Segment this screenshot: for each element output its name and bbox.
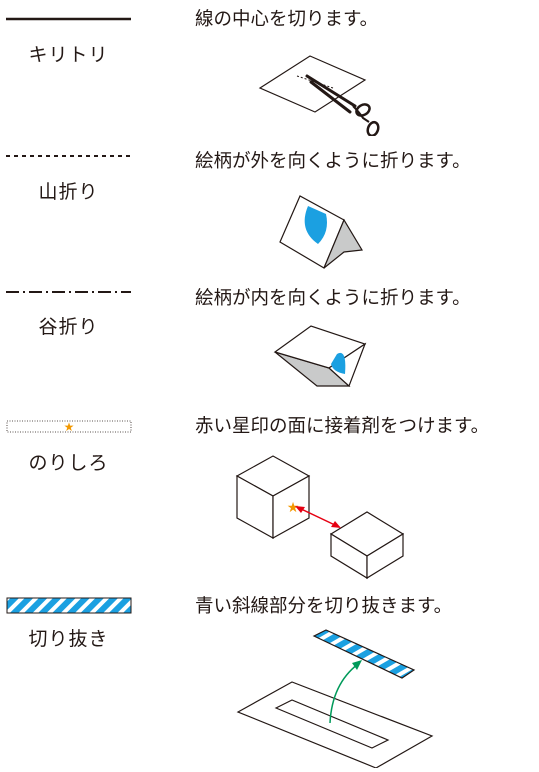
dashed-line-sample [6,155,131,157]
blue-hatched-sample [6,597,132,614]
description-text: 絵柄が内を向くように折ります。 [195,288,471,309]
description-text: 青い斜線部分を切り抜きます。 [195,596,453,617]
cutout-strip-icon [236,629,434,768]
solid-line-sample [6,17,131,21]
term-label: のりしろ [28,452,109,474]
scissors-cut-icon [258,55,380,136]
svg-text:★: ★ [64,420,75,434]
term-label: キリトリ [28,44,109,66]
glue-tab-sample: ★ [6,420,132,434]
glue-cubes-icon: ★ [235,455,405,580]
description-text: 絵柄が外を向くように折ります。 [195,151,471,172]
valley-fold-icon [273,325,367,388]
term-label: 山折り [38,181,99,203]
term-label: 谷折り [38,316,99,338]
dash-dot-line-sample [6,291,131,293]
term-label: 切り抜き [28,628,109,650]
mountain-fold-icon [279,195,363,269]
description-text: 線の中心を切ります。 [195,9,379,30]
description-text: 赤い星印の面に接着剤をつけます。 [195,416,490,437]
svg-text:★: ★ [287,500,300,516]
